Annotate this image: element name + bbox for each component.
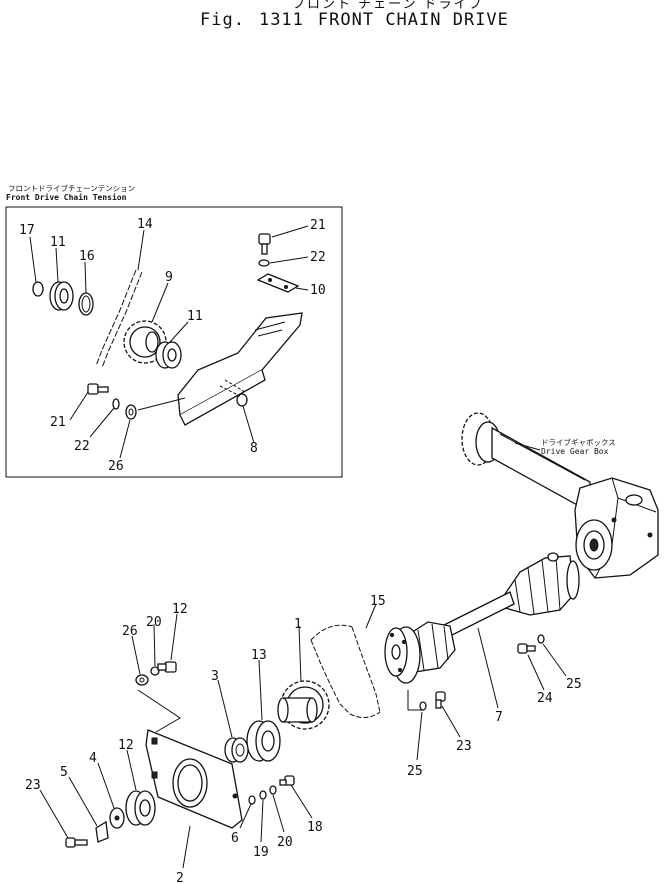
label-inset-26: 26 xyxy=(108,459,124,474)
bolt-23-left xyxy=(65,837,88,848)
title-japanese: フロント チェーン ドライブ xyxy=(292,0,484,12)
label-20-top: 20 xyxy=(146,615,162,630)
label-20-lower: 20 xyxy=(277,835,293,850)
label-6: 6 xyxy=(231,831,239,846)
label-24: 24 xyxy=(537,691,553,706)
gearbox-caption-leader xyxy=(514,442,541,451)
label-inset-16: 16 xyxy=(79,249,95,264)
bearing-13 xyxy=(246,720,281,762)
flange-washer-4 xyxy=(109,807,125,829)
label-3: 3 xyxy=(211,669,219,684)
inset-chain xyxy=(95,269,143,369)
gearbox-caption-japanese: ドライブギャボックス xyxy=(541,438,616,447)
label-inset-8: 8 xyxy=(250,441,258,456)
label-inset-17: 17 xyxy=(19,223,35,238)
inset-bearing-left xyxy=(49,281,74,311)
inset-caption: Front Drive Chain Tension xyxy=(6,193,127,202)
bolt-group-upper xyxy=(135,661,177,686)
label-23-left: 23 xyxy=(25,778,41,793)
inset-leader-lines xyxy=(29,225,309,459)
drive-shaft-assembly xyxy=(384,552,580,684)
label-inset-11a: 11 xyxy=(50,235,66,250)
drive-gear-box xyxy=(461,412,659,579)
inset-ring xyxy=(78,292,94,316)
inset-caption-japanese: フロントドライブチェーンテンション xyxy=(8,184,136,193)
figure-title: Fig. 1311 FRONT CHAIN DRIVE xyxy=(200,10,523,30)
label-inset-22b: 22 xyxy=(74,439,90,454)
label-inset-21a: 21 xyxy=(310,218,326,233)
label-inset-10: 10 xyxy=(310,283,326,298)
inset-washer-top xyxy=(258,259,270,267)
flange-fasteners xyxy=(407,690,446,711)
label-inset-9: 9 xyxy=(165,270,173,285)
label-inset-11b: 11 xyxy=(187,309,203,324)
inset-washer-lower xyxy=(112,398,120,410)
label-5: 5 xyxy=(60,765,68,780)
label-19: 19 xyxy=(253,845,269,860)
main-leader-lines xyxy=(39,603,567,869)
inset-tension-arm xyxy=(137,312,303,426)
label-inset-21b: 21 xyxy=(50,415,66,430)
label-4: 4 xyxy=(89,751,97,766)
label-inset-22a: 22 xyxy=(310,250,326,265)
label-23-right: 23 xyxy=(456,739,472,754)
label-18: 18 xyxy=(307,820,323,835)
inset-bearing-right xyxy=(155,341,182,369)
label-12-lower: 12 xyxy=(118,738,134,753)
inset-plate xyxy=(256,273,300,293)
drive-sprocket xyxy=(277,680,330,730)
label-7: 7 xyxy=(495,710,503,725)
label-2: 2 xyxy=(176,871,184,884)
inset-washer-26 xyxy=(125,404,137,420)
gearbox-caption: Drive Gear Box xyxy=(541,447,609,456)
mounting-plate xyxy=(137,689,243,829)
label-25-right: 25 xyxy=(566,677,582,692)
drive-chain xyxy=(310,624,381,718)
inset-bolt-top xyxy=(258,233,271,255)
bearing-12 xyxy=(125,790,156,826)
gearbox-fasteners xyxy=(517,634,545,654)
label-1: 1 xyxy=(294,617,302,632)
label-inset-14: 14 xyxy=(137,217,153,232)
label-26: 26 xyxy=(122,624,138,639)
figure-number: 1311 xyxy=(258,10,304,30)
bolt-group-lower xyxy=(248,775,295,805)
figure-name: FRONT CHAIN DRIVE xyxy=(317,10,509,30)
inset-snap-ring xyxy=(32,281,44,297)
label-25-lower: 25 xyxy=(407,764,423,779)
label-13: 13 xyxy=(251,648,267,663)
label-15: 15 xyxy=(370,594,386,609)
lock-plate-5 xyxy=(95,820,109,843)
figure-label: Fig. xyxy=(200,10,245,30)
label-12-top: 12 xyxy=(172,602,188,617)
spacer-3 xyxy=(224,737,249,763)
inset-bolt-lower xyxy=(87,383,109,395)
inset-frame xyxy=(5,206,343,478)
